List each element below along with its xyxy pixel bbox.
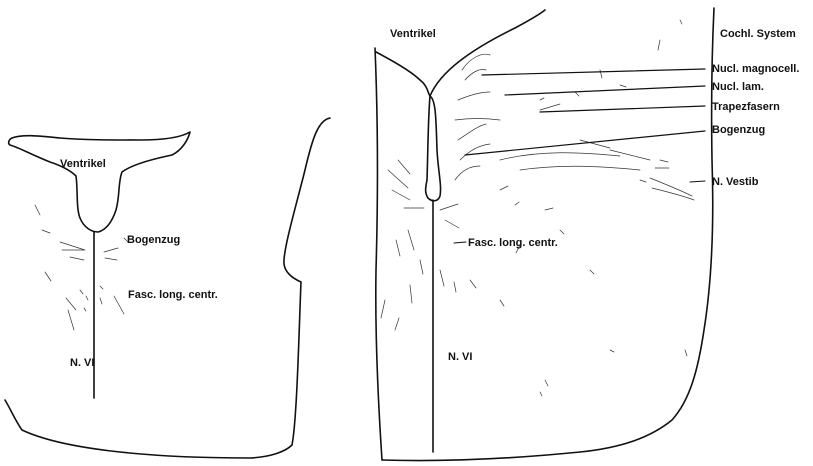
right-bogenzug-label: Bogenzug: [712, 124, 765, 136]
right-outline-left: [375, 48, 382, 460]
nucl-lam-label: Nucl. lam.: [712, 81, 764, 93]
trapezfasern-label: Trapezfasern: [712, 101, 780, 113]
right-n-vi-label: N. VI: [448, 351, 472, 363]
left-ventricle-label: Ventrikel: [60, 158, 106, 170]
left-fasc-label: Fasc. long. centr.: [128, 289, 218, 301]
left-fibers: [35, 205, 128, 330]
right-outline-bottom: [382, 8, 714, 461]
n-vestib-label: N. Vestib: [712, 176, 759, 188]
right-section: [375, 8, 714, 461]
right-ventricle-floor: [426, 96, 441, 201]
nucl-magnocell-label: Nucl. magnocell.: [712, 63, 799, 75]
cochl-system-label: Cochl. System: [720, 28, 796, 40]
left-outline: [5, 118, 330, 458]
left-section: [5, 118, 330, 458]
left-bogenzug-label: Bogenzug: [127, 234, 180, 246]
right-fasc-label: Fasc. long. centr.: [468, 237, 558, 249]
right-ventricle-label: Ventrikel: [390, 28, 436, 40]
right-ventricle: [376, 10, 545, 96]
right-leader-lines: [454, 69, 705, 243]
left-ventricle: [9, 132, 190, 232]
right-fibers: [381, 20, 694, 396]
left-n-vi-label: N. VI: [70, 357, 94, 369]
